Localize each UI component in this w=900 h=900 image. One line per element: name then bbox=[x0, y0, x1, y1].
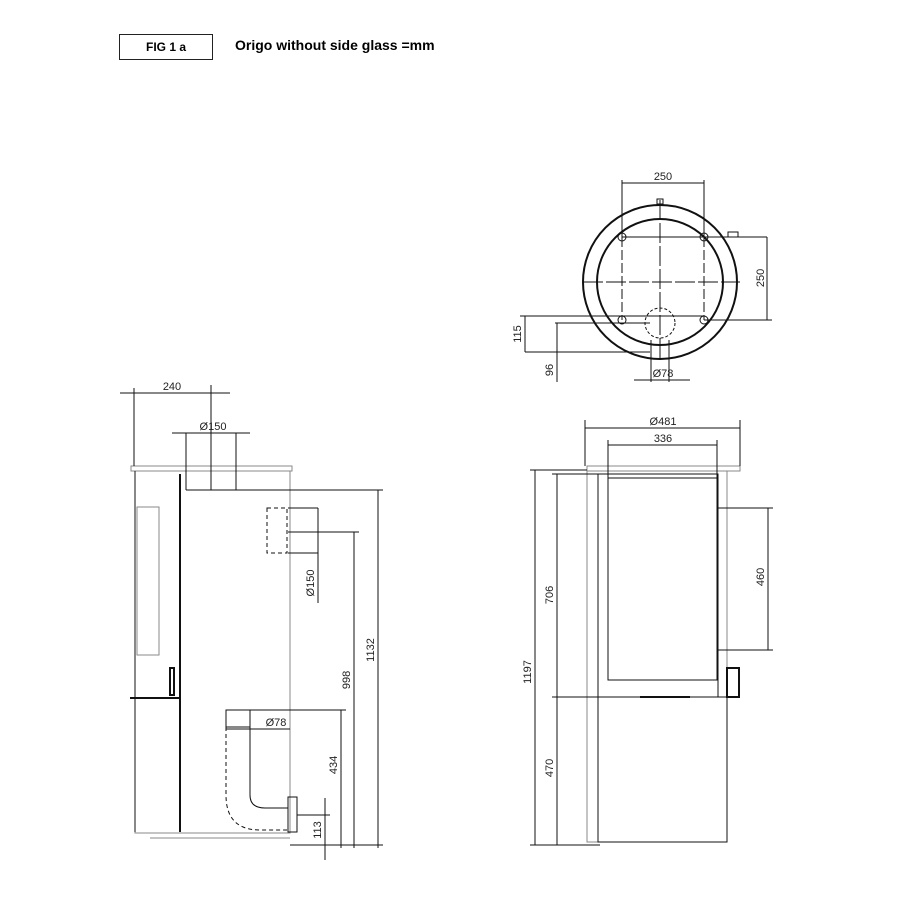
figure-title: Origo without side glass =mm bbox=[235, 37, 435, 53]
dim-998: 998 bbox=[341, 671, 353, 689]
dim-bolt-spacing-y: 250 bbox=[755, 269, 767, 287]
side-view: 240 Ø150 Ø150 1132 998 Ø78 434 113 bbox=[120, 381, 383, 860]
dim-706: 706 bbox=[544, 586, 556, 604]
dim-336: 336 bbox=[654, 433, 672, 445]
dim-460: 460 bbox=[755, 568, 767, 586]
dim-air-inlet-top: Ø78 bbox=[653, 368, 674, 380]
front-view: Ø481 336 1197 706 470 460 bbox=[522, 416, 773, 846]
dim-top-outlet: Ø150 bbox=[200, 421, 227, 433]
dim-bolt-spacing-x: 250 bbox=[654, 171, 672, 183]
dim-481: Ø481 bbox=[650, 416, 677, 428]
dim-96: 96 bbox=[544, 364, 556, 376]
dim-434: 434 bbox=[328, 756, 340, 774]
dim-115: 115 bbox=[512, 325, 524, 343]
dim-rear-outlet: Ø150 bbox=[305, 570, 317, 597]
dim-1132: 1132 bbox=[365, 638, 377, 662]
dim-air-inlet-side: Ø78 bbox=[266, 717, 287, 729]
figure-label: FIG 1 a bbox=[119, 34, 213, 60]
dim-113: 113 bbox=[312, 821, 324, 839]
top-view: 250 250 115 96 Ø78 bbox=[512, 171, 772, 382]
dim-470: 470 bbox=[544, 759, 556, 777]
dim-240: 240 bbox=[163, 381, 181, 393]
dim-1197: 1197 bbox=[522, 660, 534, 684]
